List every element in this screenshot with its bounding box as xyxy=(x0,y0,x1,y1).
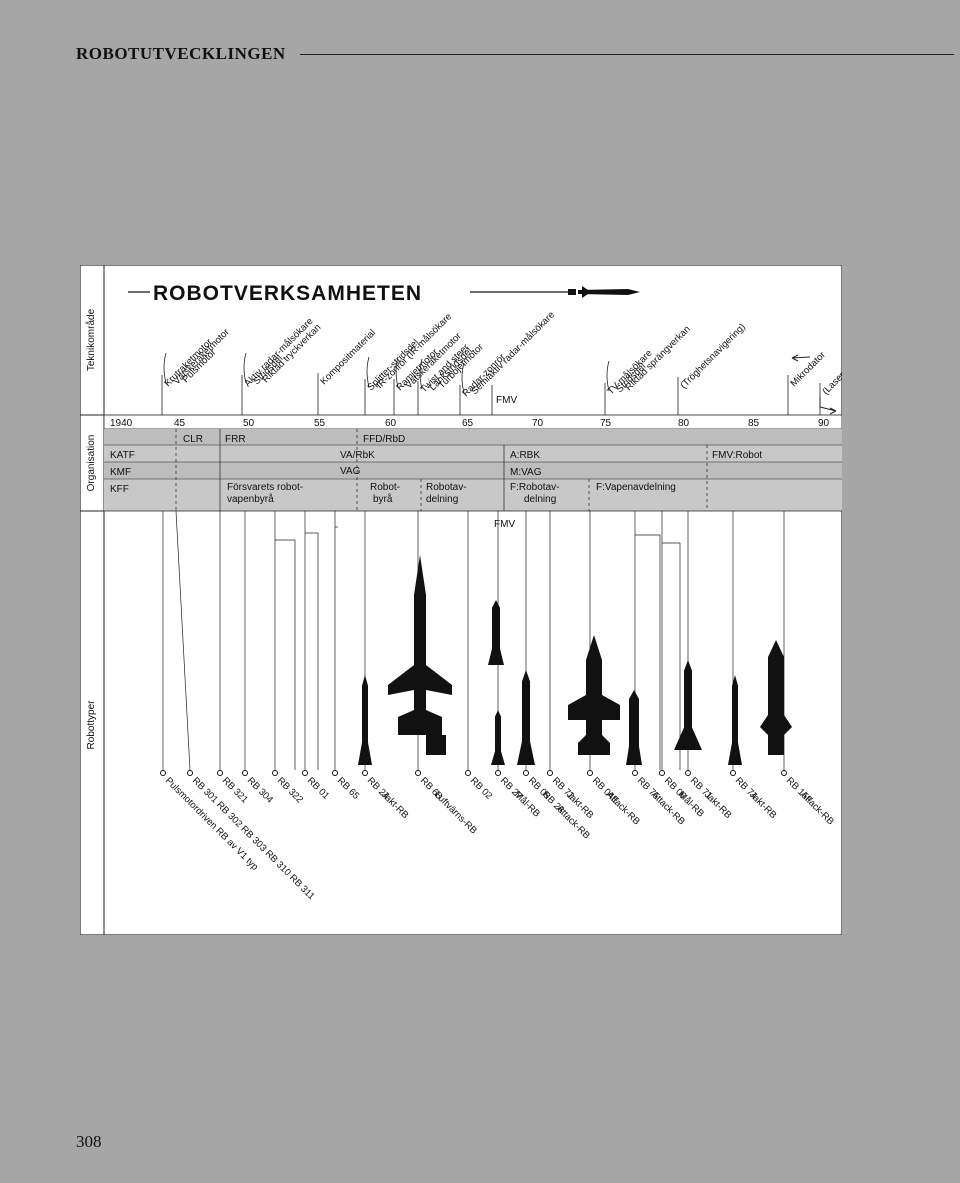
org-row-label-kmf: KMF xyxy=(110,467,131,478)
tech-section-label: Teknikområde xyxy=(85,308,97,371)
robot-silhouette-rb04e xyxy=(568,635,620,755)
year-label: 70 xyxy=(532,418,544,429)
robot-node xyxy=(523,770,529,776)
connector-bend xyxy=(662,542,681,770)
fmv-bottom-label: FMV xyxy=(494,519,515,530)
year-label: 85 xyxy=(748,418,760,429)
robot-silhouette-rb15f xyxy=(760,640,792,755)
org-row-clr xyxy=(104,429,842,445)
connector-line xyxy=(175,510,191,771)
robot-silhouette xyxy=(358,675,372,765)
year-label: 55 xyxy=(314,418,326,429)
robot-diagram: Teknikområde Organisation Robottyper ROB… xyxy=(80,265,842,935)
connector-bend xyxy=(635,534,661,770)
org-frr: FRR xyxy=(225,434,246,445)
org-arbk: A:RBK xyxy=(510,450,540,461)
org-row-kff xyxy=(104,479,842,511)
connector-bend xyxy=(305,532,319,770)
robot-silhouette xyxy=(728,675,742,765)
fmv-top-label: FMV xyxy=(496,395,517,406)
robot-node xyxy=(187,770,193,776)
robot-node xyxy=(362,770,368,776)
year-label: 65 xyxy=(462,418,474,429)
arrow-icon xyxy=(791,354,811,362)
org-dashed-lines xyxy=(175,429,708,511)
org-rd2: delning xyxy=(426,494,458,505)
robot-node xyxy=(217,770,223,776)
year-label: 50 xyxy=(243,418,255,429)
org-rd1: Robotav- xyxy=(426,482,467,493)
year-label: 60 xyxy=(385,418,397,429)
robot-silhouette xyxy=(626,690,642,765)
org-varbk: VA/RbK xyxy=(340,450,375,461)
org-row-kmf xyxy=(104,462,842,479)
robot-node xyxy=(415,770,421,776)
year-label: 80 xyxy=(678,418,690,429)
org-fv2: vapenbyrå xyxy=(227,493,274,505)
org-solid-lines xyxy=(219,429,505,511)
year-label: 45 xyxy=(174,418,186,429)
robot-node xyxy=(659,770,665,776)
types-section-label: Robottyper xyxy=(86,700,97,750)
robot-silhouette xyxy=(674,660,702,750)
org-clr: CLR xyxy=(183,434,203,445)
robot-node xyxy=(160,770,166,776)
robot-silhouette xyxy=(517,670,535,765)
robot-silhouette xyxy=(488,600,504,665)
robot-node xyxy=(547,770,553,776)
org-vag: VAG xyxy=(340,466,361,477)
robot-node xyxy=(495,770,501,776)
header-rule xyxy=(300,54,954,55)
org-fvap: F:Vapenavdelning xyxy=(596,482,676,493)
org-frd1: F:Robotav- xyxy=(510,482,559,493)
org-frd2: delning xyxy=(524,494,556,505)
robot-node xyxy=(587,770,593,776)
connector-bend xyxy=(275,539,296,770)
diagram-panel xyxy=(80,265,842,935)
page-number: 308 xyxy=(76,1132,102,1151)
org-row-label-kff: KFF xyxy=(110,484,129,495)
title-missile-icon xyxy=(568,286,640,298)
diagram-title: ROBOTVERKSAMHETEN xyxy=(153,282,422,305)
robot-node xyxy=(781,770,787,776)
year-label: 1940 xyxy=(110,418,133,429)
year-label: 90 xyxy=(818,418,830,429)
org-ffd: FFD/RbD xyxy=(363,434,405,445)
header-title: ROBOTUTVECKLINGEN xyxy=(76,44,286,63)
year-label: 75 xyxy=(600,418,612,429)
org-fv1: Försvarets robot- xyxy=(227,482,303,493)
robot-node xyxy=(302,770,308,776)
diagram-svg: Teknikområde Organisation Robottyper ROB… xyxy=(80,265,842,935)
robot-node xyxy=(332,770,338,776)
org-rb2: byrå xyxy=(373,493,393,505)
org-fmvrob: FMV:Robot xyxy=(712,450,762,461)
robot-node xyxy=(730,770,736,776)
robot-node xyxy=(632,770,638,776)
robot-node xyxy=(685,770,691,776)
robot-node xyxy=(272,770,278,776)
org-section-label: Organisation xyxy=(86,435,97,492)
org-row-label-katf: KATF xyxy=(110,450,135,461)
robot-node xyxy=(465,770,471,776)
robot-silhouette-rb68 xyxy=(388,555,452,755)
year-layer: 1940 45 50 55 60 65 70 75 80 85 90 xyxy=(110,418,830,429)
arrow-icon xyxy=(819,397,837,415)
robot-node xyxy=(242,770,248,776)
org-rb1: Robot- xyxy=(370,482,400,493)
robot-silhouette xyxy=(491,710,505,765)
org-mvag: M:VAG xyxy=(510,467,542,478)
org-row-katf xyxy=(104,445,842,462)
